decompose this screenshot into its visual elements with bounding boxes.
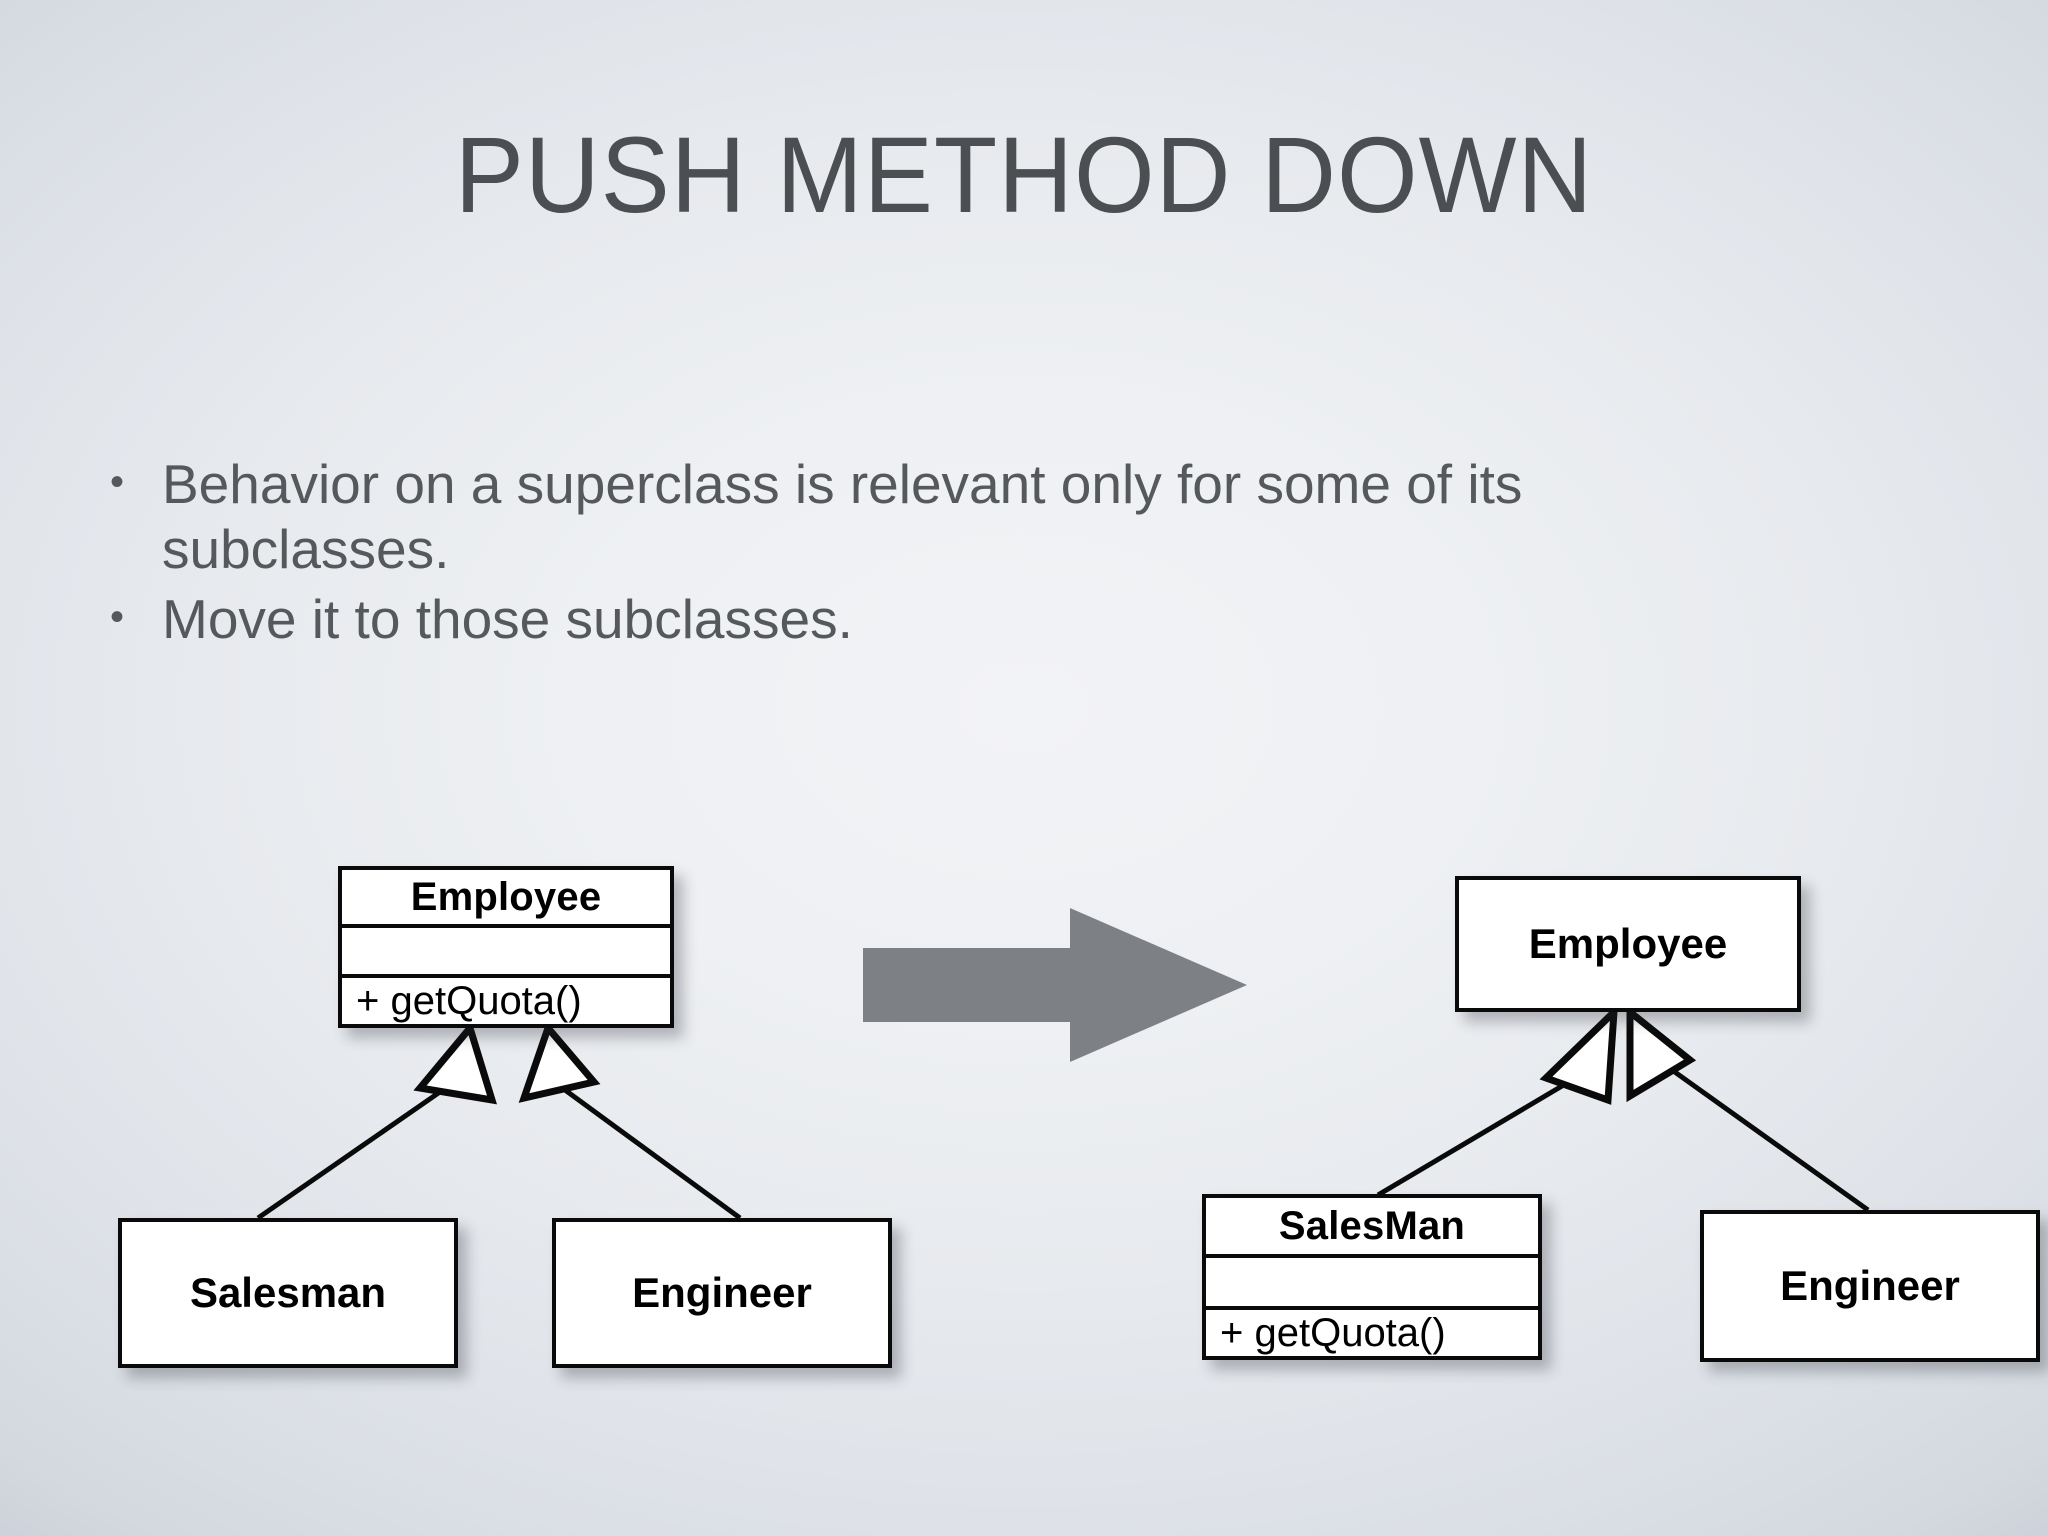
uml-class-name: Salesman xyxy=(189,1269,387,1316)
uml-class-salesman-after: SalesMan + getQuota() xyxy=(1202,1194,1542,1360)
right-arrow-icon xyxy=(863,908,1247,1062)
uml-class-name: Engineer xyxy=(1780,1262,1960,1309)
bullet-dot-icon: • xyxy=(110,460,125,504)
inheritance-arrowhead xyxy=(413,1020,497,1105)
uml-operation: + getQuota() xyxy=(1206,1306,1538,1356)
generalization-salesman2-to-employee2 xyxy=(1376,1003,1619,1198)
uml-class-name: Engineer xyxy=(632,1269,812,1316)
inheritance-arrowhead xyxy=(1626,1004,1697,1103)
uml-operation: + getQuota() xyxy=(342,974,670,1024)
bullet-list: • Behavior on a superclass is relevant o… xyxy=(110,452,1930,656)
generalization-engineer-to-employee xyxy=(518,1021,742,1221)
bullet-text: Behavior on a superclass is relevant onl… xyxy=(162,453,1523,581)
uml-attributes-compartment xyxy=(1206,1254,1538,1306)
uml-class-name: SalesMan xyxy=(1278,1203,1466,1248)
generalization-salesman-to-employee xyxy=(256,1020,497,1221)
uml-attributes-compartment xyxy=(342,924,670,974)
list-item: • Behavior on a superclass is relevant o… xyxy=(110,452,1930,583)
uml-class-employee-before: Employee + getQuota() xyxy=(338,866,674,1028)
uml-class-salesman-before: Salesman xyxy=(118,1218,458,1368)
generalization-engineer2-to-employee2 xyxy=(1626,1004,1870,1213)
list-item: • Move it to those subclasses. xyxy=(110,587,1930,652)
uml-class-engineer-after: Engineer xyxy=(1700,1210,2040,1362)
bullet-text: Move it to those subclasses. xyxy=(162,587,853,650)
uml-class-engineer-before: Engineer xyxy=(552,1218,892,1368)
uml-class-name: Employee xyxy=(410,874,602,919)
inheritance-arrowhead xyxy=(1539,1003,1619,1105)
bullet-dot-icon: • xyxy=(110,594,125,639)
inheritance-arrowhead xyxy=(518,1021,601,1103)
uml-class-name: Employee xyxy=(1528,920,1728,967)
uml-class-employee-after: Employee xyxy=(1455,876,1801,1012)
page-title: PUSH METHOD DOWN xyxy=(454,114,1594,235)
